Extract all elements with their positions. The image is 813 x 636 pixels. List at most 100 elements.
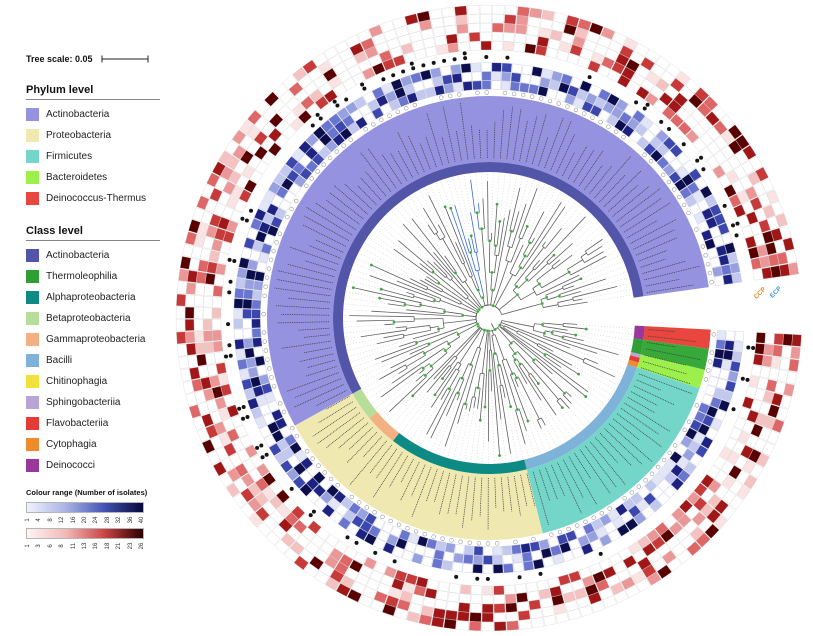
heatmap-cell-blue	[702, 414, 715, 427]
heatmap-cell-red	[370, 599, 385, 613]
presence-dot	[308, 513, 313, 518]
heatmap-cell-blue	[319, 133, 333, 146]
heatmap-cell-blue	[531, 66, 543, 77]
support-circle	[681, 202, 687, 208]
heatmap-cell-blue	[642, 129, 656, 143]
heatmap-cell-red	[631, 72, 646, 86]
heatmap-cell-red	[480, 22, 492, 33]
heatmap-cell-blue	[716, 378, 728, 390]
heatmap-cell-red	[504, 593, 517, 604]
heatmap-cell-blue	[649, 136, 663, 150]
heatmap-cell-red	[185, 231, 197, 246]
tree-node-dot	[509, 229, 514, 234]
legend-label: Cytophagia	[46, 439, 97, 450]
heatmap-cell-red	[209, 213, 222, 228]
heatmap-cell-red	[690, 108, 705, 124]
inner-heatmap-blue	[233, 62, 745, 574]
heatmap-cell-blue	[268, 443, 282, 456]
heatmap-cell-red	[422, 596, 436, 608]
heatmap-cell-blue	[664, 471, 678, 485]
heatmap-cell-red	[323, 46, 339, 61]
heatmap-cell-blue	[417, 535, 429, 547]
heatmap-cell-red	[612, 31, 627, 46]
scale-tick: 1	[25, 518, 31, 522]
heatmap-cell-red	[322, 67, 338, 82]
heatmap-cell-blue	[643, 142, 657, 156]
heatmap-cell-red	[696, 102, 712, 117]
heatmap-cell-red	[577, 18, 592, 31]
heatmap-cell-blue	[298, 154, 312, 168]
heatmap-cell-red	[202, 319, 213, 331]
legend-label: Bacteroidetes	[46, 172, 108, 183]
heatmap-cell-red	[219, 472, 234, 488]
heatmap-cell-red	[337, 69, 352, 83]
heatmap-cell-red	[689, 526, 705, 541]
heatmap-cell-blue	[358, 104, 372, 117]
heatmap-cell-red	[212, 329, 222, 342]
heatmap-cell-red	[316, 527, 331, 542]
heatmap-cell-red	[762, 390, 775, 404]
heatmap-cell-red	[291, 103, 306, 118]
support-circle	[379, 117, 384, 123]
heatmap-cell-red	[329, 547, 344, 562]
heatmap-cell-blue	[559, 541, 572, 554]
heatmap-cell-blue	[721, 359, 732, 371]
heatmap-cell-red	[432, 607, 446, 619]
heatmap-cell-blue	[371, 86, 385, 99]
heatmap-cell-red	[762, 230, 774, 244]
heatmap-cell-blue	[598, 109, 611, 122]
heatmap-cell-blue	[386, 533, 399, 546]
heatmap-cell-blue	[326, 484, 339, 498]
tree-node-dot	[478, 418, 482, 422]
heatmap-cell-red	[196, 195, 210, 210]
heatmap-cell-blue	[377, 529, 390, 542]
heatmap-cell-red	[526, 25, 540, 37]
support-circle	[364, 505, 369, 510]
heatmap-cell-red	[663, 514, 677, 529]
heatmap-cell-blue	[615, 503, 628, 516]
heatmap-cell-red	[747, 171, 761, 186]
heatmap-cell-blue	[532, 558, 545, 570]
tree-node-dot	[479, 227, 484, 231]
tree-node-dot	[411, 394, 415, 398]
support-circle	[405, 526, 410, 531]
heatmap-cell-red	[250, 453, 264, 468]
heatmap-cell-red	[504, 584, 516, 595]
heatmap-cell-red	[240, 150, 254, 165]
heatmap-cell-red	[299, 513, 314, 528]
heatmap-cell-red	[677, 513, 692, 528]
heatmap-cell-red	[318, 81, 333, 96]
heatmap-cell-blue	[692, 431, 706, 445]
heatmap-cell-red	[241, 164, 256, 179]
heatmap-cell-red	[184, 319, 195, 331]
tree-node-dot	[493, 351, 497, 356]
heatmap-cell-blue	[704, 194, 718, 208]
heatmap-cell-blue	[683, 461, 697, 475]
heatmap-cell-red	[383, 565, 397, 579]
heatmap-cell-red	[613, 590, 629, 604]
heatmap-cell-blue	[275, 186, 289, 199]
presence-dot	[332, 99, 337, 104]
heatmap-cell-red	[720, 114, 735, 130]
heatmap-cell-blue	[305, 133, 319, 147]
heatmap-cell-red	[745, 385, 757, 399]
heatmap-cell-red	[319, 562, 334, 577]
heatmap-cell-red	[294, 88, 309, 104]
tree-node-dot	[431, 270, 435, 274]
heatmap-cell-blue	[493, 564, 504, 574]
heatmap-cell-red	[518, 619, 532, 630]
heatmap-cell-blue	[633, 512, 647, 525]
heatmap-cell-red	[714, 499, 729, 515]
heatmap-cell-blue	[287, 454, 301, 468]
heatmap-cell-red	[213, 461, 227, 477]
heatmap-cell-red	[239, 135, 254, 150]
heatmap-cell-red	[773, 333, 784, 346]
heatmap-cell-blue	[356, 507, 369, 520]
heatmap-cell-red	[211, 307, 222, 319]
heatmap-cell-blue	[607, 508, 620, 522]
heatmap-cell-red	[414, 48, 427, 60]
heatmap-cell-blue	[363, 111, 376, 125]
support-circle	[655, 464, 661, 470]
heatmap-cell-red	[385, 595, 400, 608]
